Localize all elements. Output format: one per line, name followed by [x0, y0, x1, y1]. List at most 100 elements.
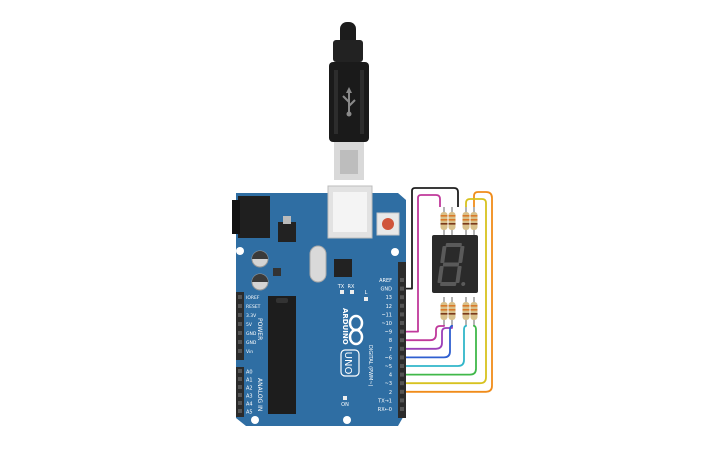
- digital-pin-label: 8: [389, 338, 392, 344]
- analog-header: [236, 367, 244, 417]
- analog-pin[interactable]: [238, 401, 242, 405]
- wire-bottom-green[interactable]: [406, 325, 477, 376]
- digital-pin-label: 13: [386, 295, 392, 301]
- digital-pin-label: AREF: [379, 278, 392, 284]
- atmega-chip: [268, 296, 296, 414]
- resistor[interactable]: [440, 297, 448, 325]
- digital-pin-label: ~9: [385, 330, 392, 336]
- infinity-logo-icon: [348, 314, 364, 346]
- digital-section-label: DIGITAL (PWM~): [367, 345, 373, 387]
- digital-pin[interactable]: [400, 321, 404, 325]
- analog-pin-label: A5: [246, 410, 253, 416]
- svg-text:RX: RX: [348, 284, 355, 290]
- svg-text:TX: TX: [337, 284, 345, 290]
- resistor[interactable]: [470, 207, 478, 235]
- wire-top-magenta[interactable]: [406, 194, 441, 333]
- analog-pin[interactable]: [238, 377, 242, 381]
- voltage-regulator: [278, 222, 296, 242]
- crystal-oscillator: [309, 245, 327, 283]
- power-pin[interactable]: [238, 304, 242, 308]
- digital-pin-label: ~10: [381, 321, 392, 327]
- usb-cable[interactable]: [329, 22, 369, 180]
- digital-pin[interactable]: [400, 346, 404, 351]
- l-led: L: [364, 290, 368, 301]
- digital-pin[interactable]: [400, 389, 404, 394]
- digital-pin[interactable]: [400, 407, 404, 411]
- analog-pin-label: A4: [246, 402, 253, 408]
- digital-pin-label: RX←0: [378, 407, 392, 413]
- digital-pin-label: ~3: [385, 381, 392, 387]
- resistor[interactable]: [470, 297, 478, 325]
- tx-led: TX: [337, 284, 345, 294]
- resistor[interactable]: [462, 297, 470, 325]
- wire-bottom-magenta[interactable]: [406, 325, 445, 342]
- wire-top-orange[interactable]: [406, 191, 493, 393]
- digital-pin[interactable]: [400, 381, 404, 386]
- analog-pin-label: A2: [246, 386, 253, 392]
- mounting-hole: [236, 247, 244, 255]
- digital-pin[interactable]: [400, 286, 404, 291]
- digital-pin[interactable]: [400, 355, 404, 360]
- analog-pin[interactable]: [238, 393, 242, 397]
- mounting-hole: [251, 416, 259, 424]
- digital-pin-label: ~6: [385, 355, 392, 361]
- digital-pin[interactable]: [400, 338, 404, 343]
- analog-pin-label: A3: [246, 394, 253, 400]
- board-brand-label: ARDUINO: [341, 308, 349, 345]
- digital-pin[interactable]: [400, 278, 404, 282]
- digital-pin[interactable]: [400, 303, 404, 308]
- digital-pin[interactable]: [400, 398, 404, 403]
- wire-bottom-purple[interactable]: [406, 325, 453, 350]
- mounting-hole: [343, 416, 351, 424]
- digital-pin[interactable]: [400, 372, 404, 377]
- reset-button[interactable]: [376, 212, 400, 236]
- power-pin-label: IOREF: [246, 295, 260, 301]
- board-model-label: UNO: [340, 349, 360, 377]
- usb-cable-collar: [333, 40, 363, 62]
- digital-pin[interactable]: [400, 295, 404, 300]
- rx-led: RX: [348, 284, 355, 294]
- digital-pin-label: ~11: [381, 312, 392, 318]
- resistor[interactable]: [448, 207, 456, 235]
- power-pin-label: GND: [246, 340, 257, 346]
- power-pin[interactable]: [238, 349, 242, 353]
- digital-pin[interactable]: [400, 364, 404, 368]
- power-pin[interactable]: [238, 340, 242, 344]
- digital-pin-label: TX→1: [377, 398, 392, 404]
- power-pin[interactable]: [238, 313, 242, 317]
- power-pin[interactable]: [238, 331, 242, 335]
- analog-section-label: ANALOG IN: [256, 378, 263, 411]
- digital-pin-label: GND: [381, 287, 393, 293]
- wire-group: [406, 187, 493, 393]
- usb-chip: [334, 259, 352, 277]
- wire-bottom-cyan[interactable]: [406, 325, 467, 367]
- digital-pin-label: 7: [389, 347, 392, 353]
- analog-pin[interactable]: [238, 385, 242, 389]
- mounting-hole: [391, 248, 399, 256]
- digital-pin-label: 12: [386, 304, 392, 310]
- resistor[interactable]: [440, 207, 448, 235]
- wire-bottom-blue[interactable]: [406, 325, 453, 359]
- power-pin-label: Vin: [246, 349, 253, 355]
- svg-text:UNO: UNO: [342, 352, 353, 375]
- digital-pin[interactable]: [400, 329, 404, 334]
- power-pin[interactable]: [238, 295, 242, 299]
- seven-segment-display[interactable]: 8: [432, 235, 478, 293]
- resistor[interactable]: [448, 297, 456, 325]
- power-pin[interactable]: [238, 322, 242, 326]
- digital-pin-label: 4: [389, 373, 392, 379]
- display-digit: [437, 243, 466, 286]
- resistor[interactable]: [462, 207, 470, 235]
- power-pin-label: RESET: [246, 304, 261, 310]
- digital-pin[interactable]: [400, 312, 404, 317]
- analog-pin[interactable]: [238, 409, 242, 413]
- arduino-uno-board[interactable]: TX RX L ON ARDUINO UNO POWER ANALOG IN: [232, 185, 406, 426]
- resistor-array: [440, 207, 478, 325]
- power-pin-label: GND: [246, 331, 257, 337]
- on-led: ON: [341, 396, 349, 408]
- wire-gnd[interactable]: [406, 187, 459, 290]
- analog-pin[interactable]: [238, 369, 242, 373]
- wire-top-yellow[interactable]: [406, 198, 487, 385]
